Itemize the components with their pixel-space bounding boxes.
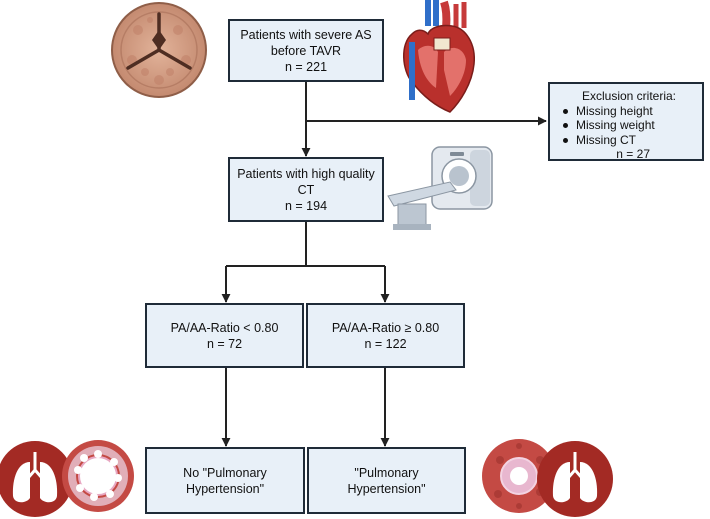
heart-icon xyxy=(403,0,475,113)
artery-cross-section-icon xyxy=(62,440,134,512)
box-pulmonary-hypertension: "Pulmonary Hypertension" xyxy=(307,447,466,514)
box-no-pulmonary-hypertension: No "Pulmonary Hypertension" xyxy=(145,447,305,514)
box-ratio-low: PA/AA-Ratio < 0.80 n = 72 xyxy=(145,303,304,368)
aortic-valve-icon xyxy=(111,2,207,98)
exclusion-title: Exclusion criteria: xyxy=(581,89,677,103)
exclusion-list: Missing height Missing weight Missing CT xyxy=(562,104,655,148)
box-ratio-high: PA/AA-Ratio ≥ 0.80 n = 122 xyxy=(306,303,465,368)
box-text-line1: Patients with severe AS xyxy=(240,27,372,42)
ct-scanner-icon xyxy=(387,146,493,230)
lungs-icon xyxy=(537,441,613,517)
box-text-line2: before TAVR xyxy=(270,43,342,58)
exclusion-item: Missing weight xyxy=(562,118,655,133)
box-count: n = 72 xyxy=(206,336,243,351)
box-count: n = 221 xyxy=(284,59,328,74)
connector-lines xyxy=(221,82,547,447)
box-text-line2: Hypertension" xyxy=(185,481,265,496)
exclusion-item: Missing height xyxy=(562,104,655,119)
box-text-line1: "Pulmonary xyxy=(354,465,419,480)
box-text-line2: CT xyxy=(297,182,315,197)
box-label: PA/AA-Ratio ≥ 0.80 xyxy=(331,320,440,335)
lungs-icon xyxy=(0,441,73,517)
artery-cross-section-icon xyxy=(482,439,556,513)
box-text-line1: No "Pulmonary xyxy=(183,465,267,480)
box-high-quality-ct: Patients with high quality CT n = 194 xyxy=(228,157,384,222)
box-text-line2: Hypertension" xyxy=(347,481,426,496)
exclusion-item: Missing CT xyxy=(562,133,655,148)
box-label: PA/AA-Ratio < 0.80 xyxy=(170,320,279,335)
exclusion-count: n = 27 xyxy=(616,147,650,161)
box-text-line1: Patients with high quality xyxy=(237,166,375,181)
box-exclusion-criteria: Exclusion criteria: Missing height Missi… xyxy=(548,82,704,161)
box-count: n = 122 xyxy=(364,336,407,351)
box-count: n = 194 xyxy=(284,198,328,213)
box-patients-severe-as: Patients with severe AS before TAVR n = … xyxy=(228,19,384,82)
